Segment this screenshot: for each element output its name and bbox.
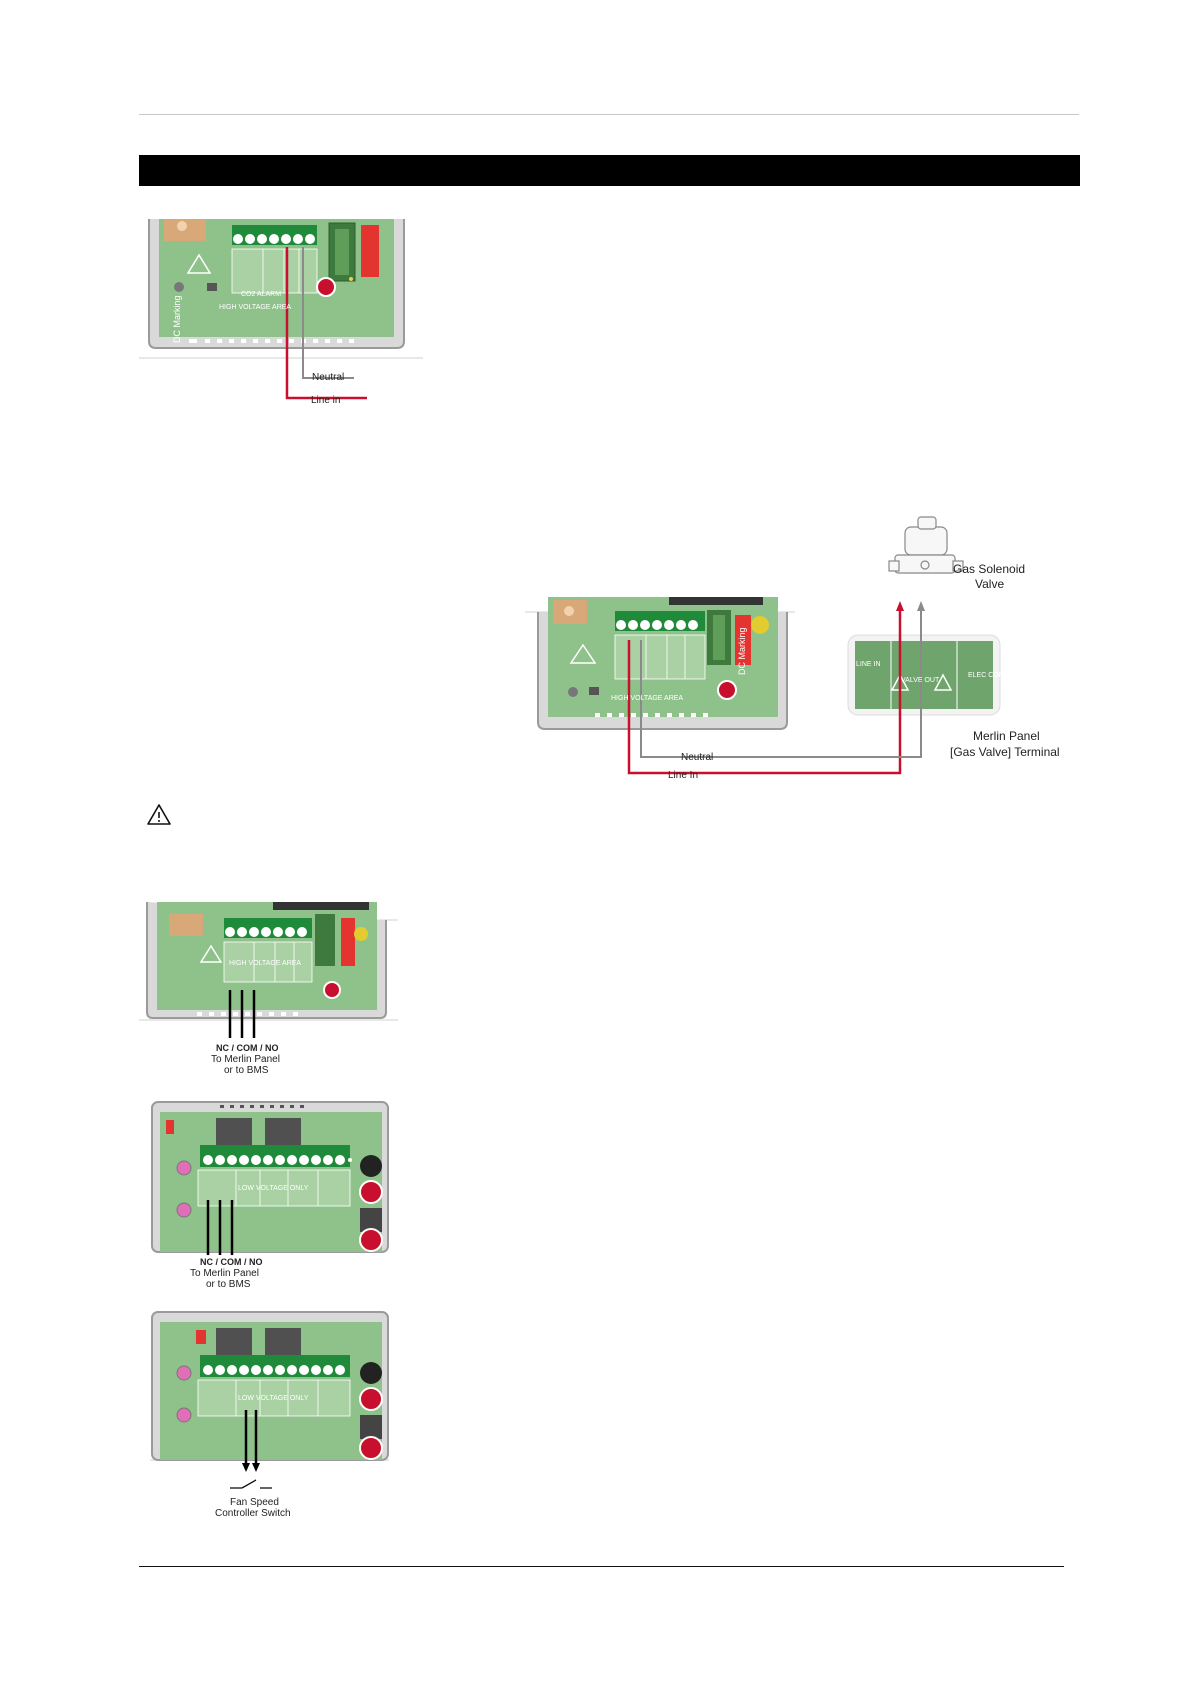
- line-in-label: Line in: [311, 395, 341, 406]
- figure-co2-alarm-relay-lv: [151, 1101, 389, 1255]
- top-rule: [139, 114, 1079, 115]
- fan-speed-label: Fan Speed: [230, 1497, 279, 1508]
- merlin-panel-label: Merlin Panel: [973, 729, 1040, 743]
- or-to-bms-label-2: or to BMS: [206, 1279, 251, 1290]
- neutral-label-2: Neutral: [681, 752, 714, 763]
- warning-triangle-icon: [147, 804, 171, 825]
- panel-line-in-label: LINE IN: [856, 661, 881, 668]
- neutral-label: Neutral: [312, 372, 345, 383]
- figure-fan-speed-switch: [150, 1311, 389, 1489]
- figure-power-line-in: [139, 219, 423, 400]
- or-to-bms-label: or to BMS: [224, 1065, 269, 1076]
- footer-rule: [139, 1566, 1064, 1567]
- dc-marking-label-2: DC Marking: [737, 627, 747, 675]
- line-in-label-2: Line In: [668, 770, 699, 781]
- panel-valve-out-label: VALVE OUT: [901, 677, 940, 684]
- low-voltage-label-2: LOW VOLTAGE ONLY: [238, 1395, 309, 1402]
- low-voltage-label: LOW VOLTAGE ONLY: [238, 1185, 309, 1192]
- gas-solenoid-label: Gas Solenoid: [953, 562, 1026, 576]
- to-merlin-panel-label: To Merlin Panel: [211, 1054, 280, 1065]
- figure-co2-alarm-relay-hv: [139, 902, 398, 1038]
- dc-marking-label: DC Marking: [172, 295, 182, 343]
- to-merlin-panel-label-2: To Merlin Panel: [190, 1268, 259, 1279]
- gas-valve-terminal-label: [Gas Valve] Terminal: [950, 745, 1060, 759]
- relay-terminals-label: NC / COM / NO: [216, 1043, 279, 1053]
- section-header-bar: [139, 155, 1080, 186]
- figure-gas-valve-wiring: [525, 516, 1001, 775]
- co2-alarm-label: CO2 ALARM: [241, 291, 282, 298]
- valve-label: Valve: [975, 577, 1005, 591]
- controller-switch-label: Controller Switch: [215, 1508, 291, 1519]
- panel-elec-contr-label: ELEC CONTR: [968, 672, 1014, 679]
- high-voltage-label-2: HIGH VOLTAGE AREA: [611, 695, 684, 702]
- high-voltage-label-3: HIGH VOLTAGE AREA: [229, 960, 302, 967]
- relay-terminals-label-2: NC / COM / NO: [200, 1257, 263, 1267]
- high-voltage-label: HIGH VOLTAGE AREA: [219, 304, 292, 311]
